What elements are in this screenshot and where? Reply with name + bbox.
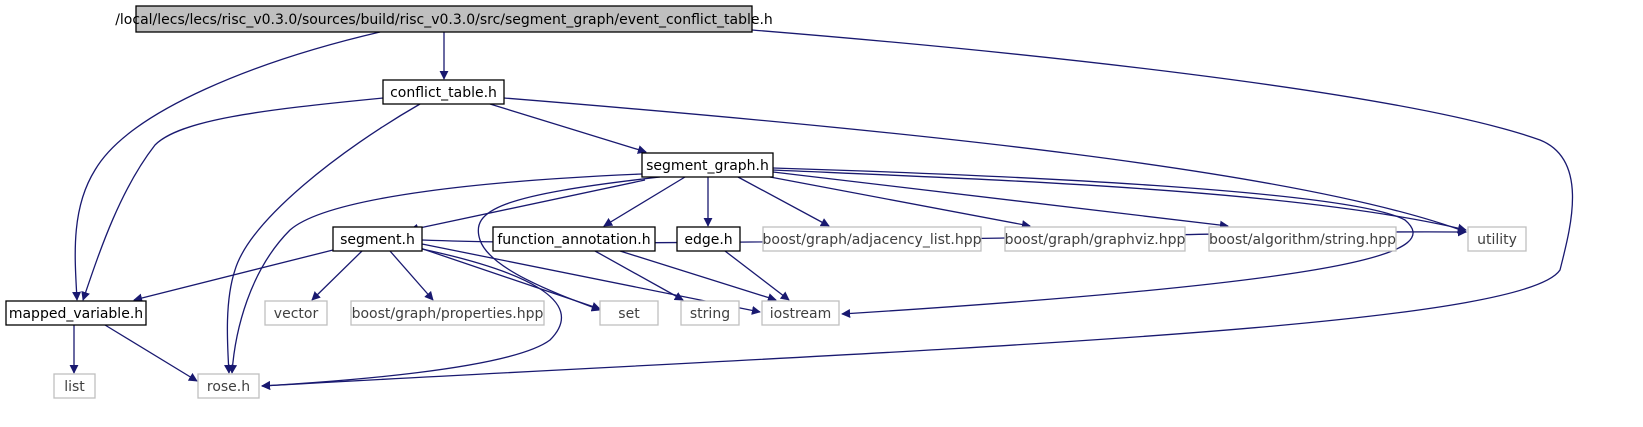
node-rose: rose.h	[197, 373, 260, 399]
edge-conflict-table-to-segment-graph	[489, 103, 647, 154]
node-box	[599, 300, 659, 326]
node-mapped-variable[interactable]: mapped_variable.h	[5, 300, 147, 326]
file-nodes: /local/lecs/lecs/risc_v0.3.0/sources/bui…	[5, 5, 1527, 399]
node-box	[492, 226, 656, 252]
node-adjacency-list: boost/graph/adjacency_list.hpp	[762, 226, 982, 252]
node-label: vector	[274, 306, 319, 322]
edge-segment-to-rose	[261, 248, 563, 391]
node-label: boost/graph/adjacency_list.hpp	[763, 232, 982, 248]
node-box	[264, 300, 328, 326]
edge-segment-to-vector	[311, 250, 363, 301]
node-box	[1467, 226, 1527, 252]
node-label: segment.h	[340, 232, 415, 248]
edge-segment-graph-to-set	[477, 176, 661, 312]
node-label: edge.h	[684, 232, 732, 248]
node-label: string	[690, 306, 730, 322]
edge-segment-to-properties	[389, 250, 434, 301]
edge-segment-graph-to-segment	[409, 179, 646, 233]
node-segment[interactable]: segment.h	[332, 226, 423, 252]
node-edge[interactable]: edge.h	[676, 226, 741, 252]
node-label: /local/lecs/lecs/risc_v0.3.0/sources/bui…	[115, 12, 773, 28]
node-label: rose.h	[207, 379, 250, 395]
edge-segment-graph-to-adjacency-list	[737, 176, 830, 227]
node-vector: vector	[264, 300, 328, 326]
edge-root-to-rose	[261, 29, 1574, 391]
node-box	[761, 300, 840, 326]
node-box	[5, 300, 147, 326]
edge-conflict-table-to-rose	[224, 103, 421, 374]
edge-conflict-table-to-mapped-variable	[81, 97, 384, 301]
node-box	[197, 373, 260, 399]
node-box	[680, 300, 740, 326]
edge-mapped-variable-to-rose	[104, 324, 198, 382]
node-root[interactable]: /local/lecs/lecs/risc_v0.3.0/sources/bui…	[115, 5, 773, 33]
node-label: mapped_variable.h	[9, 306, 143, 322]
node-label: boost/graph/graphviz.hpp	[1005, 232, 1186, 248]
edge-edge-to-iostream	[724, 250, 790, 301]
node-segment-graph[interactable]: segment_graph.h	[641, 152, 774, 178]
node-box	[1208, 226, 1397, 252]
node-label: iostream	[770, 306, 832, 322]
node-box	[676, 226, 741, 252]
node-list: list	[53, 373, 96, 399]
node-string-hpp: boost/algorithm/string.hpp	[1208, 226, 1397, 252]
node-conflict-table[interactable]: conflict_table.h	[382, 79, 505, 105]
node-label: utility	[1477, 232, 1517, 248]
node-graphviz: boost/graph/graphviz.hpp	[1004, 226, 1186, 252]
node-box	[332, 226, 423, 252]
node-box	[135, 5, 753, 33]
node-utility: utility	[1467, 226, 1527, 252]
edge-segment-to-set	[419, 247, 601, 311]
node-label: function_annotation.h	[497, 232, 650, 248]
node-box	[641, 152, 774, 178]
node-label: boost/algorithm/string.hpp	[1209, 232, 1396, 248]
node-iostream: iostream	[761, 300, 840, 326]
node-box	[53, 373, 96, 399]
edge-segment-graph-to-graphviz	[769, 176, 1031, 229]
edge-segment-graph-to-iostream	[772, 167, 1414, 318]
edge-segment-to-mapped-variable	[133, 249, 334, 303]
node-label: segment_graph.h	[646, 158, 769, 174]
edge-function-annotation-to-iostream	[619, 250, 777, 302]
node-label: list	[64, 379, 85, 395]
edge-segment-graph-to-function-annotation	[603, 176, 686, 227]
node-box	[762, 226, 982, 252]
node-box	[350, 300, 545, 326]
node-properties: boost/graph/properties.hpp	[350, 300, 545, 326]
node-label: boost/graph/properties.hpp	[352, 306, 544, 322]
edge-segment-graph-to-utility	[772, 169, 1467, 233]
edge-function-annotation-to-string	[594, 250, 684, 301]
node-label: set	[618, 306, 640, 322]
node-box	[1004, 226, 1186, 252]
node-box	[382, 79, 505, 105]
edge-segment-graph-to-rose	[228, 173, 643, 374]
node-function-annotation[interactable]: function_annotation.h	[492, 226, 656, 252]
edge-segment-graph-to-string-hpp	[772, 171, 1229, 230]
node-set: set	[599, 300, 659, 326]
edge-root-to-mapped-variable	[72, 31, 381, 301]
node-label: conflict_table.h	[390, 85, 497, 101]
edge-conflict-table-to-utility	[503, 97, 1467, 234]
dependency-edges	[69, 29, 1574, 391]
node-string: string	[680, 300, 740, 326]
